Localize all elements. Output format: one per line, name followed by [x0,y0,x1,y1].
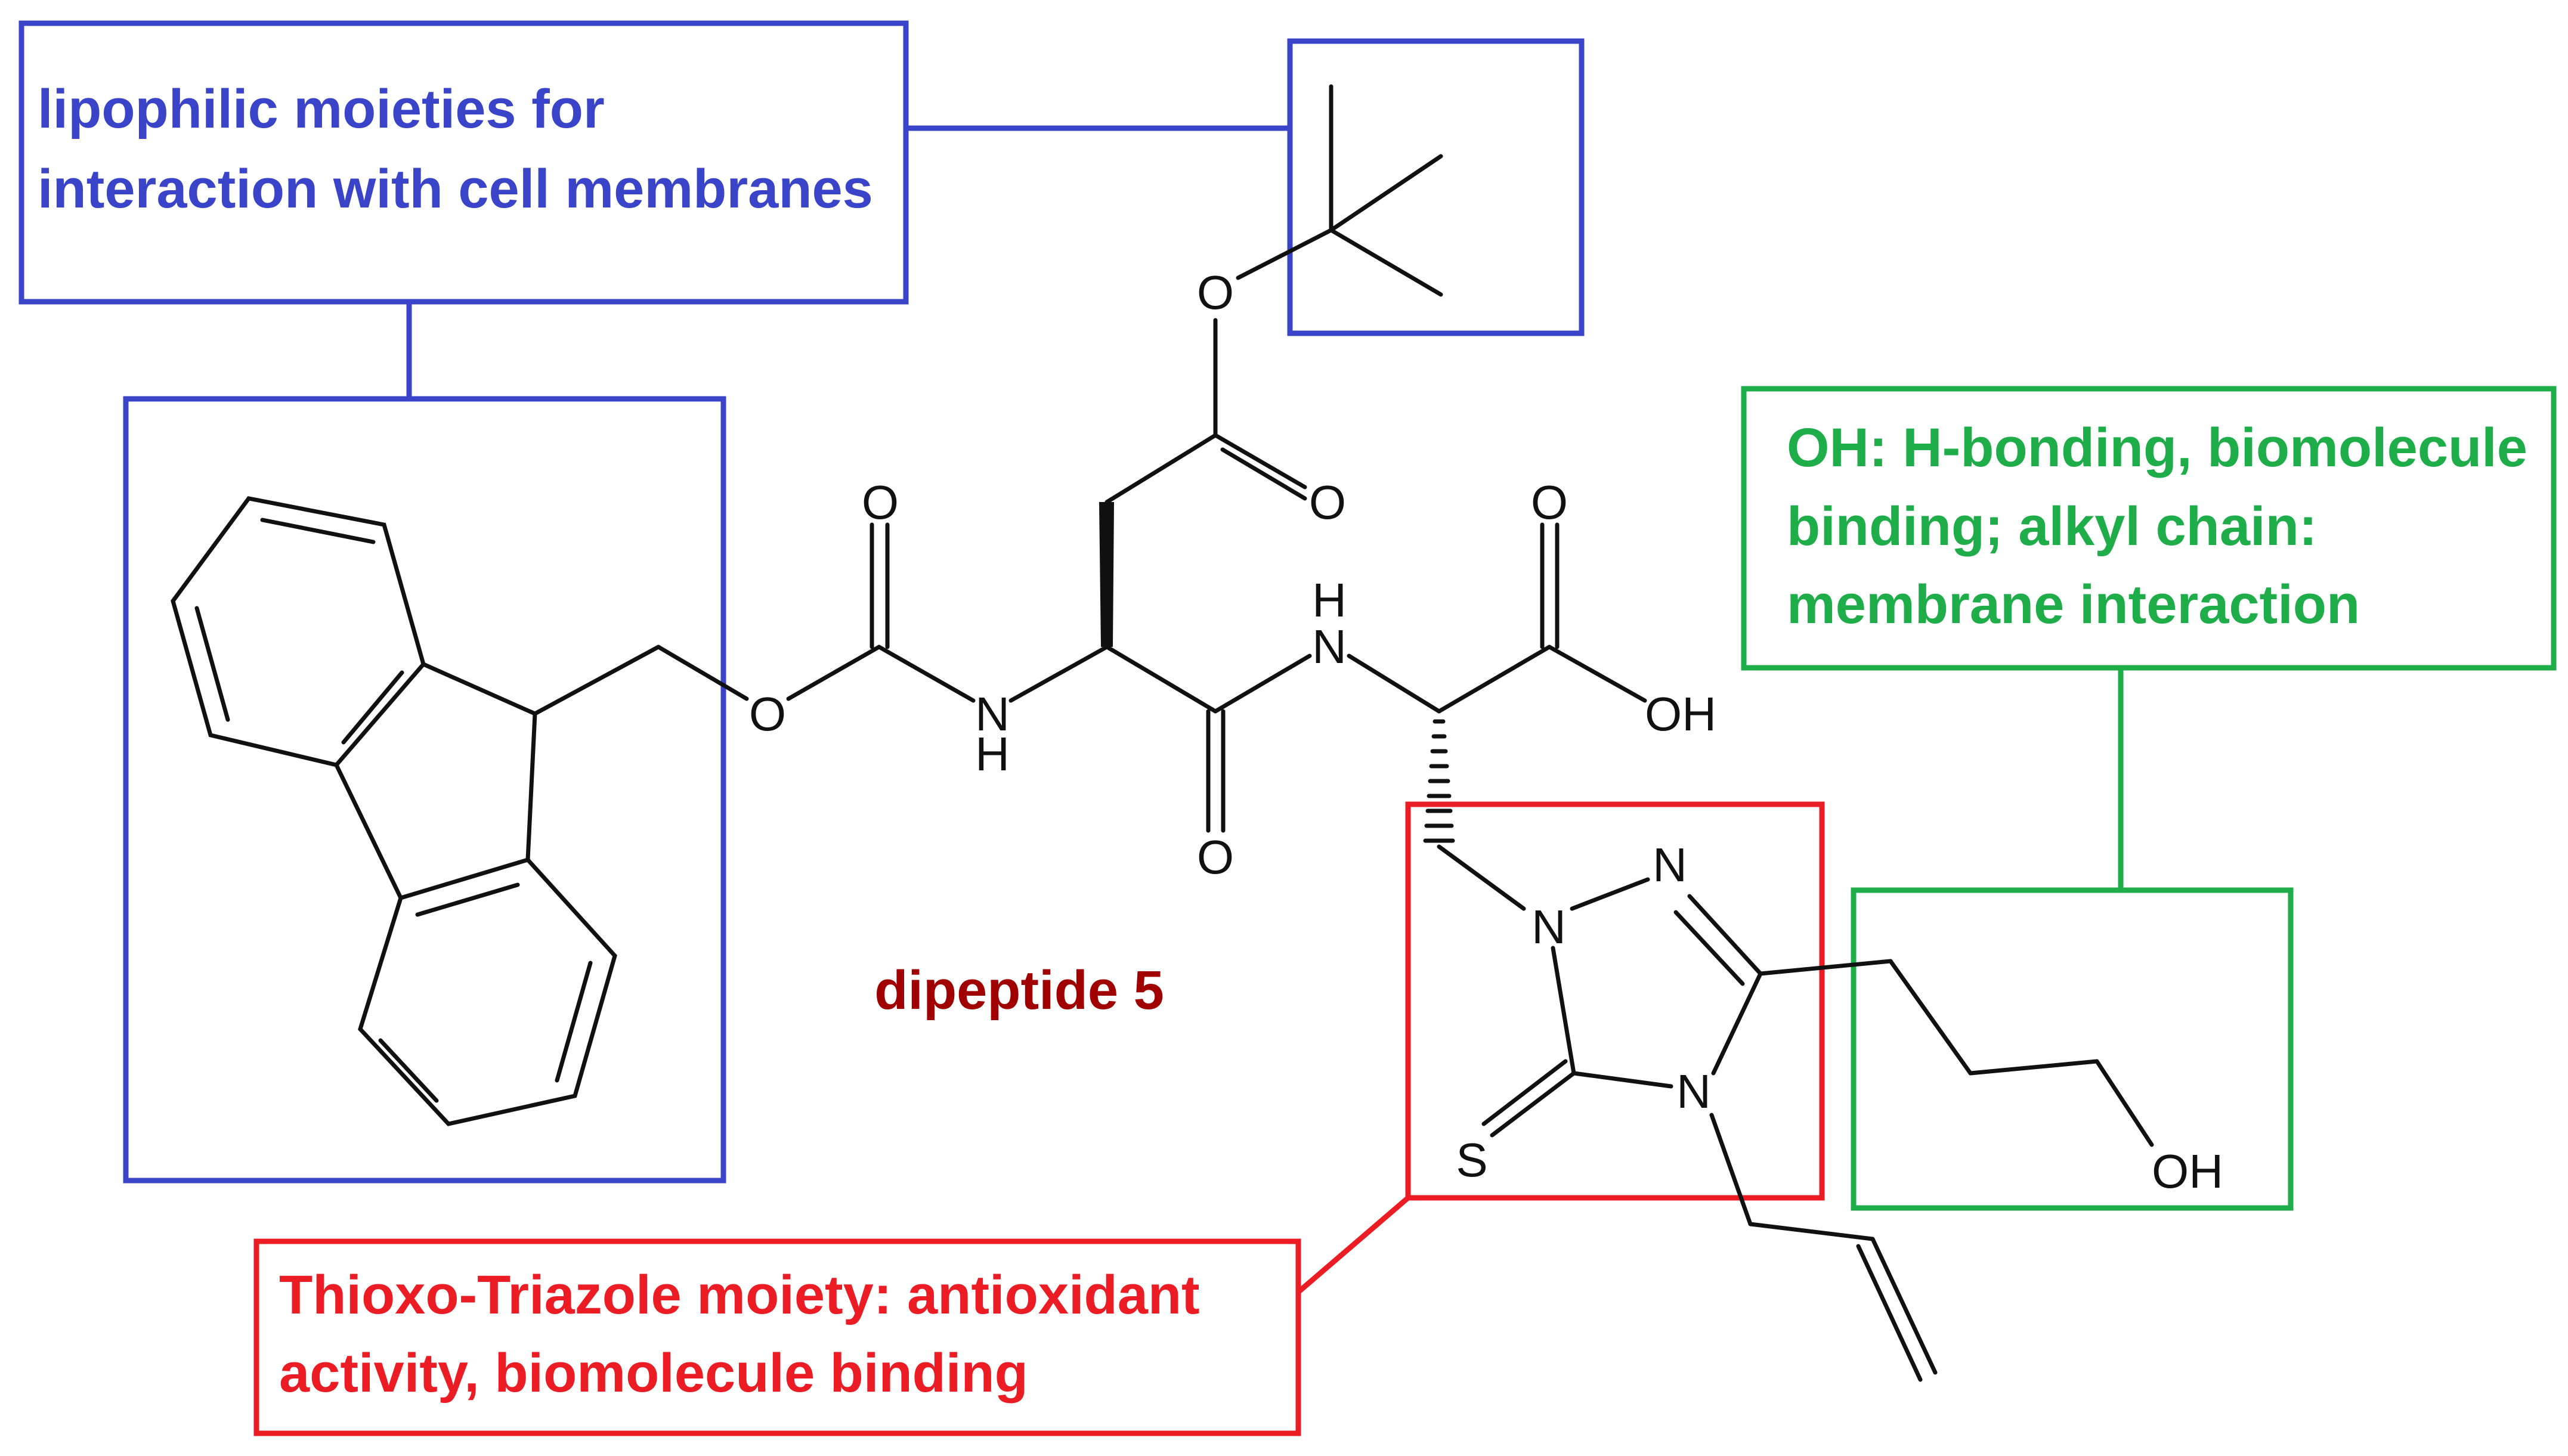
n4-to-c5 [1571,1071,1673,1089]
allyl-double-a [1870,1237,1938,1375]
atom-o-carbamate-top: O [862,476,899,529]
triazole-label-line2: activity, biomolecule binding [279,1343,1028,1404]
allyl-double-b [1856,1244,1923,1382]
atom-labels: O O O N H O H N O O OH N N N S OH [749,266,2223,1198]
atom-oh-acid: OH [1645,687,1716,741]
c5-to-n1 [1551,946,1576,1076]
lipophilic-label-box [18,20,909,305]
fluorene-left-ring-inner-2 [194,606,230,722]
acid-c-to-oh [1547,645,1647,703]
tbutyl-lower-right [1329,228,1443,297]
fluorenyl-box [123,396,726,1184]
atom-o-acid: O [1531,476,1568,529]
atom-o-ester: O [1197,266,1234,319]
fluorene-right-ring-inner-1 [415,882,520,917]
c3-to-chain1 [1758,959,1893,976]
atom-nh1-h: H [975,727,1010,780]
chain1-to-chain2 [1888,959,1973,1076]
carbamate-o-to-c [786,645,881,701]
fluorene-right-ring [358,857,617,1126]
hydroxyl-label-line2: binding; alkyl chain: [1787,496,2317,557]
triazole-annotation: Thioxo-Triazole moiety: antioxidant acti… [253,801,1825,1436]
asp-ch2-to-ester-c [1104,433,1218,504]
triazole-box [1405,801,1825,1201]
molecule-bonds [171,84,2154,1382]
atom-o-amide: O [1197,831,1234,884]
fluorene-bridge [334,763,403,900]
ca2-to-acid-c [1437,645,1552,714]
atom-n1: N [1531,900,1566,953]
n4-to-allyl-ch2 [1709,1113,1753,1226]
ch2-to-triazole-n1 [1437,844,1526,911]
atom-o-ester-carbonyl: O [1309,476,1346,529]
ester-co-double-a [1213,433,1307,490]
nh2-to-ca2 [1347,653,1441,714]
triazole-label-line1: Thioxo-Triazole moiety: antioxidant [279,1265,1200,1325]
ester-co-double-b [1220,447,1307,501]
hydroxyl-annotation: OH: H-bonding, biomolecule binding; alky… [1741,386,2557,1211]
c5-thione-a [1490,1071,1576,1138]
nh1-to-asp-ca [1008,645,1109,703]
fmoc-c9-to-ch2 [533,645,661,716]
fluorene-right-ring-inner-3 [378,1038,439,1103]
atom-oh-chain: OH [2152,1145,2223,1198]
fluorene-c9-to-ring1 [421,662,537,716]
n1-to-n2 [1570,877,1650,911]
connector-to-triazole [1297,1195,1410,1294]
hydroxyl-label-line3: membrane interaction [1787,574,2360,635]
atom-nh2-h: H [1312,574,1347,627]
atom-nh2-n: N [1312,620,1347,673]
fluorene-left-ring [171,496,426,767]
hydroxyl-label-box [1741,386,2557,671]
atom-s: S [1456,1133,1487,1187]
lipophilic-annotation: lipophilic moieties for interaction with… [18,20,1585,1184]
fluorene-left-ring-inner-3 [341,670,404,745]
c5-thione-b [1481,1059,1568,1126]
fluorene-left-ring-inner-1 [260,518,376,544]
asp-ca-to-amide-c [1104,645,1218,714]
hydroxyl-label-line1: OH: H-bonding, biomolecule [1787,417,2527,478]
amide-c-to-nh [1213,653,1312,714]
c3-to-n4 [1711,971,1763,1076]
fmoc-ch2-to-o [656,645,749,701]
compound-name: dipeptide 5 [874,960,1164,1021]
atom-o-carbamate: O [749,687,786,741]
lipophilic-label-line1: lipophilic moieties for [38,79,605,140]
hydroxypropyl-box [1851,887,2294,1211]
n2-to-c3-b [1673,910,1745,986]
chain3-to-oh [2094,1059,2154,1147]
triazole-label-box [253,1238,1301,1436]
tbutyl-box [1287,38,1585,336]
n2-to-c3-a [1687,894,1763,976]
lipophilic-label-line2: interaction with cell membranes [38,159,873,219]
carbamate-c-to-nh [877,645,976,703]
fluorene-right-ring-inner-2 [555,961,593,1083]
atom-nh1-n: N [975,687,1010,741]
ester-o-to-tbutyl [1236,228,1333,280]
allyl-ch2-to-ch [1748,1222,1875,1241]
hashed-wedge-bond [1423,719,1455,843]
atom-n2: N [1653,838,1687,891]
atom-n4: N [1676,1065,1711,1118]
tbutyl-upper-right [1329,154,1443,233]
fluorene-c9-to-ring2 [525,711,537,862]
asp-wedge-bond [1099,502,1114,647]
chain2-to-chain3 [1968,1059,2099,1076]
